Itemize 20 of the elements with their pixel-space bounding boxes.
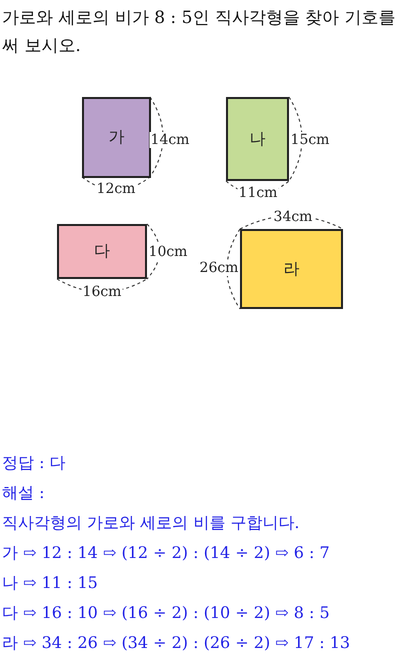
explanation-line: 다 ⇨ 16 : 10 ⇨ (16 ÷ 2) : (10 ÷ 2) ⇨ 8 : 5 [2, 603, 330, 623]
explanation-line: 가 ⇨ 12 : 14 ⇨ (12 ÷ 2) : (14 ÷ 2) ⇨ 6 : 7 [2, 543, 330, 563]
rectangle [82, 97, 151, 178]
answer-heading: 해설 : [2, 483, 44, 503]
answer-heading: 정답 : 다 [2, 453, 66, 473]
dimension-label: 15cm [290, 132, 330, 148]
rectangle [57, 224, 147, 279]
dimension-label: 14cm [150, 132, 190, 148]
explanation-line: 직사각형의 가로와 세로의 비를 구합니다. [2, 513, 300, 533]
rectangle [226, 97, 289, 181]
explanation-line: 라 ⇨ 34 : 26 ⇨ (34 ÷ 2) : (26 ÷ 2) ⇨ 17 : 13 [2, 633, 350, 653]
shape-label: 나 [250, 128, 266, 150]
explanation-line: 나 ⇨ 11 : 15 [2, 573, 98, 593]
rectangle [240, 229, 343, 309]
shape-label: 가 [108, 127, 124, 148]
question-text: 가로와 세로의 비가 8 : 5인 직사각형을 찾아 기호를 써 보시오. [2, 7, 397, 58]
dimension-label: 10cm [148, 244, 188, 260]
shape-label: 라 [284, 258, 300, 280]
shape-label: 다 [94, 241, 110, 262]
dimension-label: 26cm [198, 260, 240, 276]
